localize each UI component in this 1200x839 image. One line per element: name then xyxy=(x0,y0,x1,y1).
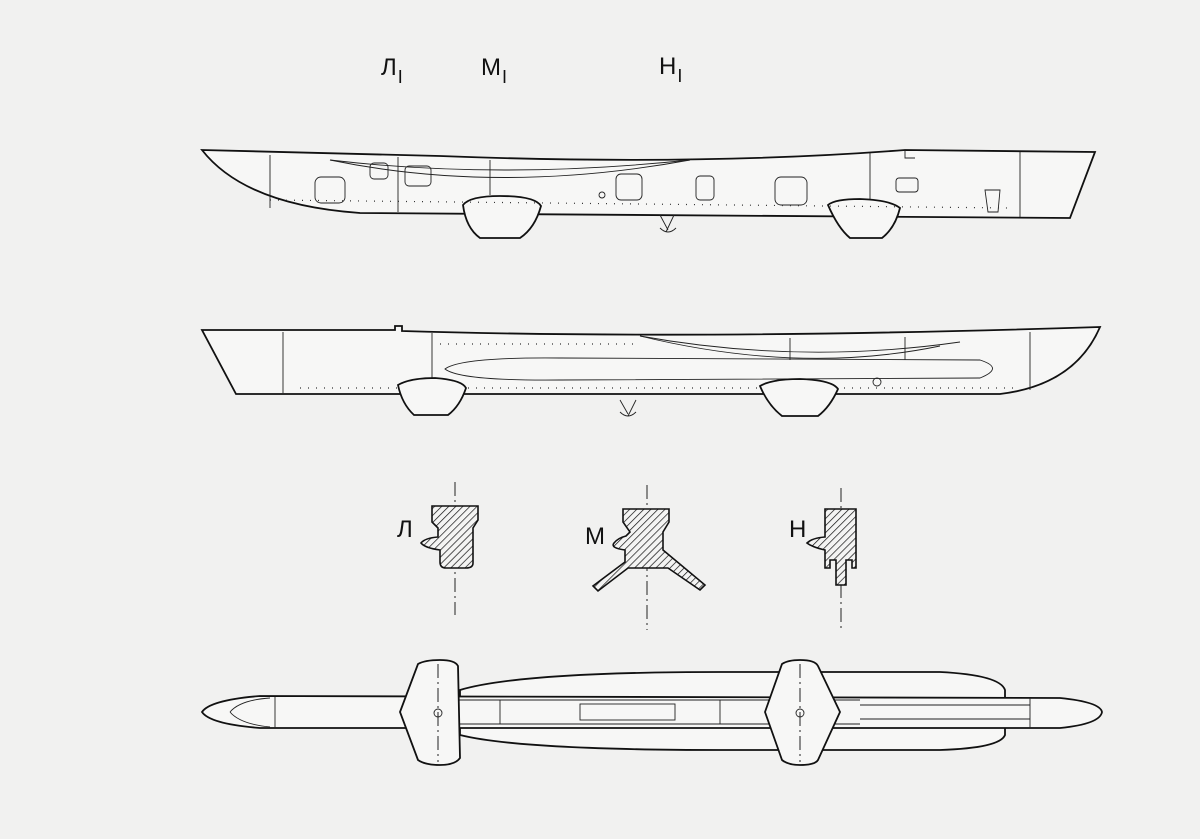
section-mark-h1: НI xyxy=(659,53,683,86)
sponson-aft xyxy=(826,198,902,239)
hull-side-view-starboard xyxy=(200,149,1097,239)
section-label-l: Л xyxy=(397,516,413,543)
sponson-fore xyxy=(396,377,467,416)
sponson-fore-plan xyxy=(399,659,461,766)
torpedo-outline xyxy=(444,357,993,381)
section-label-h: Н xyxy=(789,516,807,543)
section-mark-m1: МI xyxy=(481,54,508,87)
sponson-aft xyxy=(758,378,840,417)
cross-section-h xyxy=(805,488,857,628)
section-label-m: М xyxy=(585,523,605,550)
sponson-fore xyxy=(462,195,542,239)
hull-side-view-port xyxy=(200,325,1102,417)
cross-section-l xyxy=(419,482,479,615)
section-mark-l1: ЛI xyxy=(381,54,403,87)
sponson-aft-plan xyxy=(764,659,841,766)
cross-section-m xyxy=(591,485,707,630)
hull-plan-view xyxy=(200,659,1103,766)
